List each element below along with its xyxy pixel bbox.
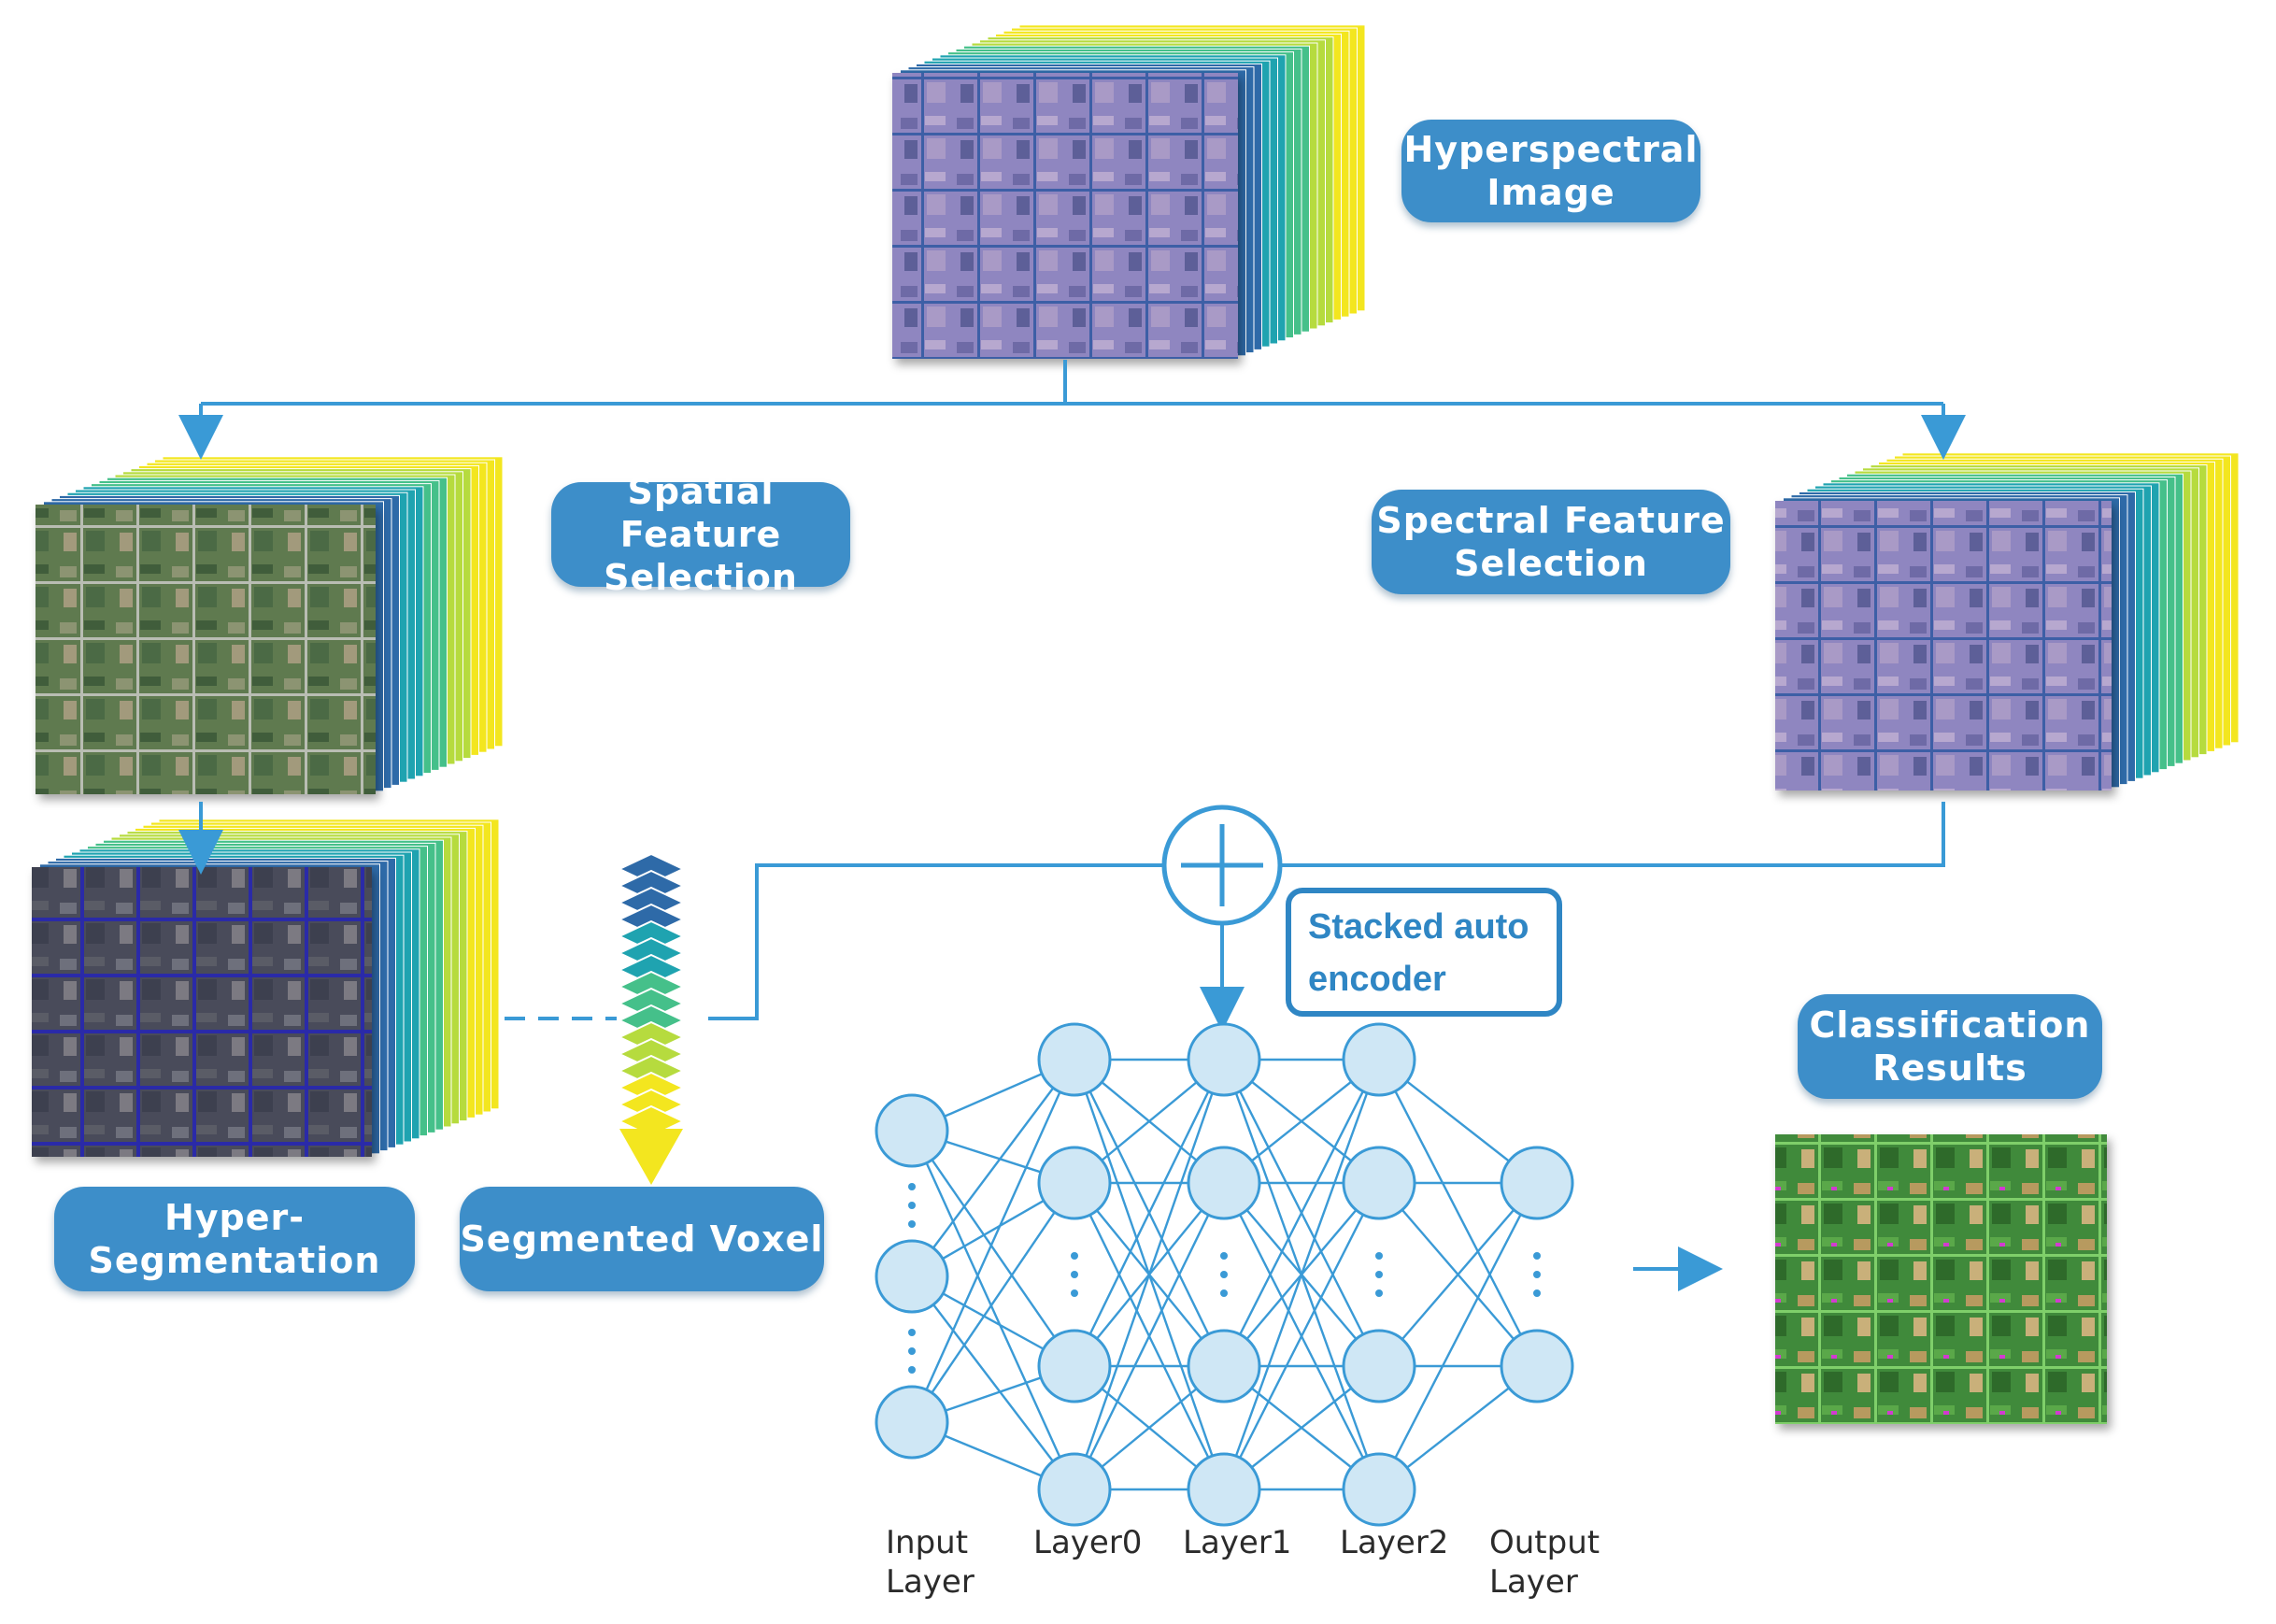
stacked-auto-encoder-label: Stacked auto encoder — [1286, 888, 1562, 1017]
network-edge — [1073, 1059, 1226, 1490]
ellipsis-dot — [908, 1347, 916, 1355]
image-face — [1775, 501, 2112, 791]
split-line — [201, 360, 1943, 406]
layer-label-output: Output Layer — [1489, 1524, 1600, 1601]
network-node — [875, 1093, 949, 1168]
network-edge — [1377, 1059, 1539, 1367]
spectral-feature-selection-label: Spectral Feature Selection — [1372, 490, 1730, 594]
ellipsis-dot — [1220, 1289, 1228, 1297]
network-edge — [910, 1059, 1076, 1423]
hyper-segmentation-label: Hyper- Segmentation — [54, 1187, 415, 1291]
network-node — [1500, 1146, 1574, 1220]
network-node — [1342, 1329, 1416, 1403]
network-node — [1187, 1452, 1261, 1527]
ellipsis-dot — [1375, 1271, 1383, 1278]
hyperspectral-image-label: Hyperspectral Image — [1401, 120, 1700, 222]
segmented-voxel-icon — [617, 852, 686, 1185]
image-face — [36, 505, 376, 794]
network-node — [1037, 1146, 1112, 1220]
network-edge — [1222, 1059, 1381, 1490]
ellipsis-dot — [1533, 1252, 1541, 1260]
ellipsis-dot — [1533, 1289, 1541, 1297]
network-edge — [911, 1130, 1075, 1367]
network-node — [1500, 1329, 1574, 1403]
network-node — [1187, 1329, 1261, 1403]
network-edge — [1378, 1182, 1538, 1367]
layer-label-input: Input Layer — [886, 1524, 974, 1601]
ellipsis-dot — [1220, 1271, 1228, 1278]
ellipsis-dot — [1533, 1271, 1541, 1278]
layer-label-layer0: Layer0 — [1033, 1524, 1143, 1561]
layer-label-layer2: Layer2 — [1340, 1524, 1449, 1561]
voxel-tip — [619, 1129, 683, 1185]
network-edge — [1377, 1182, 1539, 1490]
spectral-to-fusion-line — [1280, 802, 1945, 867]
network-node — [1187, 1146, 1261, 1220]
image-face — [32, 867, 372, 1157]
ellipsis-dot — [1220, 1252, 1228, 1260]
network-node — [875, 1385, 949, 1460]
ellipsis-dot — [1071, 1252, 1078, 1260]
hyper-segmentation-stack — [32, 819, 500, 1157]
ellipsis-dot — [1375, 1252, 1383, 1260]
connector-lines — [178, 360, 1966, 1291]
network-node — [1187, 1022, 1261, 1097]
ellipsis-dot — [908, 1366, 916, 1374]
classification-results-image — [1775, 1134, 2107, 1424]
ellipsis-dot — [908, 1183, 916, 1190]
network-node — [875, 1239, 949, 1314]
network-edge — [911, 1275, 1075, 1490]
ellipsis-dot — [1071, 1289, 1078, 1297]
hyperspectral-image-stack — [892, 24, 1366, 359]
classification-results-label: Classification Results — [1798, 994, 2102, 1099]
layer-label-layer1: Layer1 — [1183, 1524, 1292, 1561]
network-node — [1037, 1452, 1112, 1527]
segmented-voxel-label: Segmented Voxel — [460, 1187, 824, 1291]
network-node — [1037, 1329, 1112, 1403]
network-node — [1342, 1452, 1416, 1527]
ellipsis-dot — [908, 1329, 916, 1336]
ellipsis-dot — [908, 1202, 916, 1209]
spectral-feature-stack — [1775, 452, 2240, 791]
network-edge — [1222, 1059, 1381, 1367]
fusion-plus-icon — [1161, 805, 1283, 926]
network-node — [1342, 1146, 1416, 1220]
ellipsis-dot — [908, 1220, 916, 1228]
network-edge — [1222, 1182, 1381, 1490]
network-edge — [911, 1182, 1075, 1423]
network-edge — [1073, 1182, 1226, 1490]
voxel-to-fusion-line — [708, 863, 1164, 1020]
network-edge — [1073, 1059, 1226, 1367]
network-edge — [910, 1130, 1076, 1490]
image-face — [892, 73, 1238, 359]
spatial-feature-selection-label: Spatial Feature Selection — [551, 471, 850, 598]
ellipsis-dot — [1071, 1271, 1078, 1278]
network-node — [1342, 1022, 1416, 1097]
spatial-feature-stack — [36, 456, 504, 794]
network-edge — [911, 1059, 1075, 1277]
stacked-autoencoder-network — [875, 1022, 1574, 1527]
ellipsis-dot — [1375, 1289, 1383, 1297]
network-node — [1037, 1022, 1112, 1097]
